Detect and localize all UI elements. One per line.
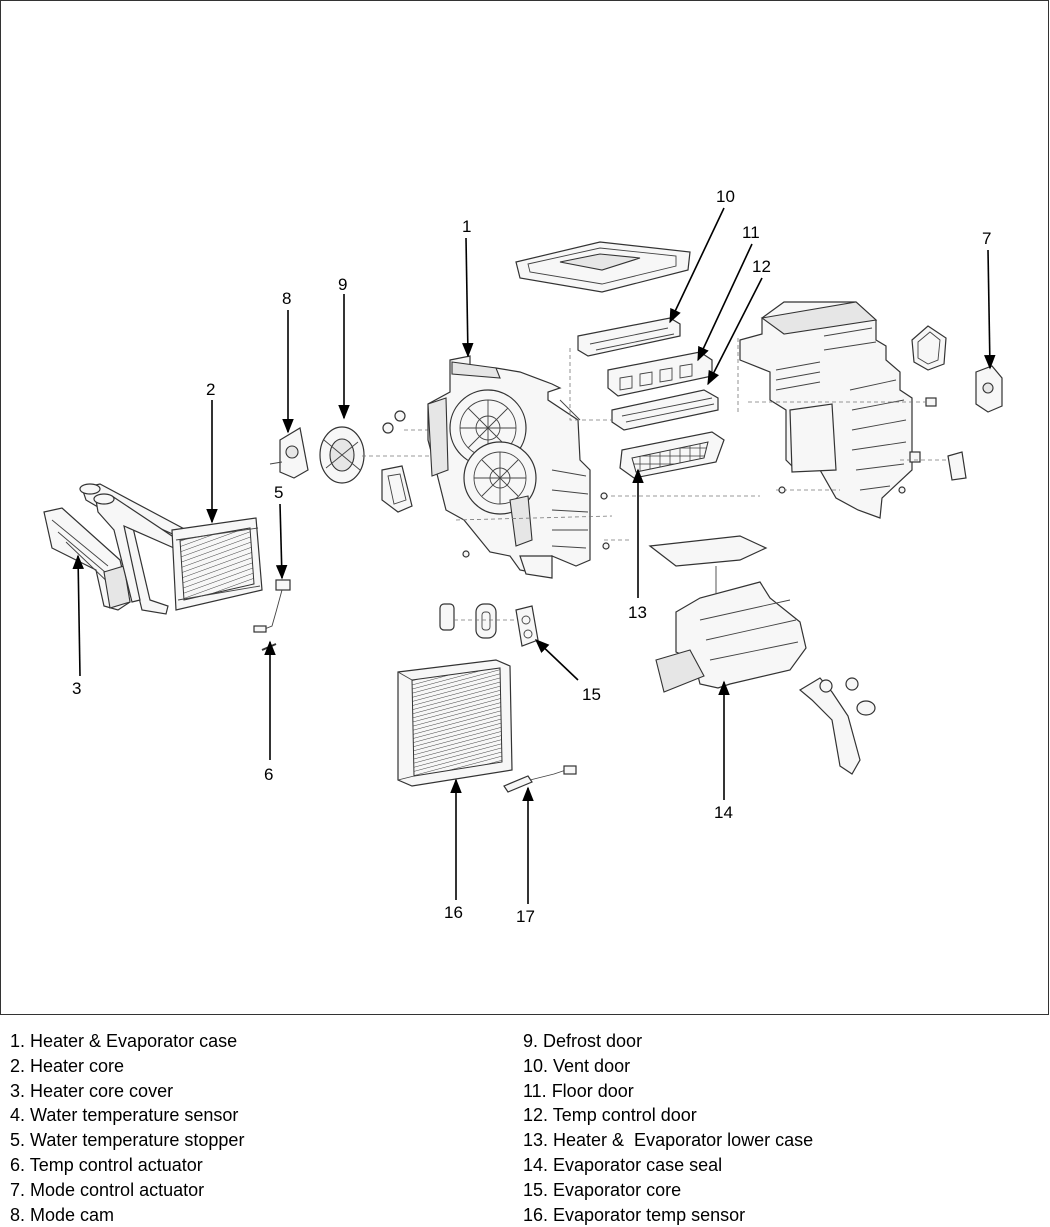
vent-door bbox=[577, 317, 681, 357]
heater-evaporator-lower-case bbox=[619, 431, 725, 479]
legend-column-left: 1. Heater & Evaporator case 2. Heater co… bbox=[10, 1029, 244, 1227]
mode-control-actuator bbox=[975, 365, 1003, 413]
heater-core-cover bbox=[43, 507, 131, 611]
callout-arrows bbox=[72, 207, 996, 904]
case-right-half bbox=[739, 301, 913, 519]
callout-7: 7 bbox=[982, 229, 991, 248]
temp-control-actuator-pin bbox=[261, 643, 277, 651]
callout-1: 1 bbox=[462, 217, 471, 236]
callout-16: 16 bbox=[444, 903, 463, 922]
legend-item: 11. Floor door bbox=[523, 1080, 634, 1101]
callout-8: 8 bbox=[282, 289, 291, 308]
evaporator-case-seal bbox=[648, 535, 876, 775]
legend-item: 10. Vent door bbox=[523, 1055, 631, 1076]
callout-14: 14 bbox=[714, 803, 733, 822]
legend-item: 12. Temp control door bbox=[523, 1105, 697, 1126]
floor-door bbox=[607, 351, 713, 397]
callout-17: 17 bbox=[516, 907, 535, 926]
callout-12: 12 bbox=[752, 257, 771, 276]
heater-evaporator-case bbox=[427, 355, 591, 579]
callout-11: 11 bbox=[742, 223, 760, 242]
case-right-small-parts bbox=[748, 325, 967, 481]
parts-legend: 1. Heater & Evaporator case 2. Heater co… bbox=[0, 1015, 1050, 1227]
legend-item: 2. Heater core bbox=[10, 1055, 125, 1076]
callout-3: 3 bbox=[72, 679, 81, 698]
water-temperature-sensor bbox=[253, 579, 291, 633]
callout-10: 10 bbox=[716, 187, 735, 206]
evaporator-temp-sensor bbox=[503, 765, 577, 793]
legend-item: 15. Evaporator core bbox=[523, 1179, 682, 1200]
top-filter-frame bbox=[515, 241, 691, 293]
exploded-view-diagram: 1 2 3 5 6 7 8 9 10 11 12 13 14 15 16 17 bbox=[43, 187, 1003, 926]
legend-item: 6. Temp control actuator bbox=[10, 1154, 203, 1175]
legend-item: 9. Defrost door bbox=[523, 1031, 643, 1051]
temp-control-door bbox=[611, 389, 719, 431]
legend-column-right: 9. Defrost door 10. Vent door 11. Floor … bbox=[523, 1029, 813, 1227]
legend-item: 5. Water temperature stopper bbox=[10, 1130, 245, 1151]
mode-cam bbox=[269, 427, 309, 479]
callout-6: 6 bbox=[264, 765, 273, 784]
legend-item: 13. Heater & Evaporator lower case bbox=[523, 1130, 814, 1151]
callout-labels: 1 2 3 5 6 7 8 9 10 11 12 13 14 15 16 17 bbox=[72, 187, 991, 926]
legend-item: 1. Heater & Evaporator case bbox=[10, 1031, 238, 1051]
legend-item: 7. Mode control actuator bbox=[10, 1179, 205, 1200]
assembly-guides bbox=[455, 338, 906, 558]
defrost-door bbox=[319, 426, 365, 484]
heater-core bbox=[79, 483, 263, 615]
callout-9: 9 bbox=[338, 275, 347, 294]
callout-2: 2 bbox=[206, 380, 215, 399]
legend-item: 8. Mode cam bbox=[10, 1204, 115, 1225]
legend-item: 14. Evaporator case seal bbox=[523, 1154, 723, 1175]
evaporator-core bbox=[397, 659, 513, 787]
legend-item: 4. Water temperature sensor bbox=[10, 1105, 239, 1126]
legend-item: 3. Heater core cover bbox=[10, 1080, 174, 1101]
callout-5: 5 bbox=[274, 483, 283, 502]
callout-15: 15 bbox=[582, 685, 601, 704]
callout-13: 13 bbox=[628, 603, 647, 622]
evaporator-core-fittings bbox=[439, 603, 539, 647]
legend-item: 16. Evaporator temp sensor bbox=[523, 1204, 746, 1225]
